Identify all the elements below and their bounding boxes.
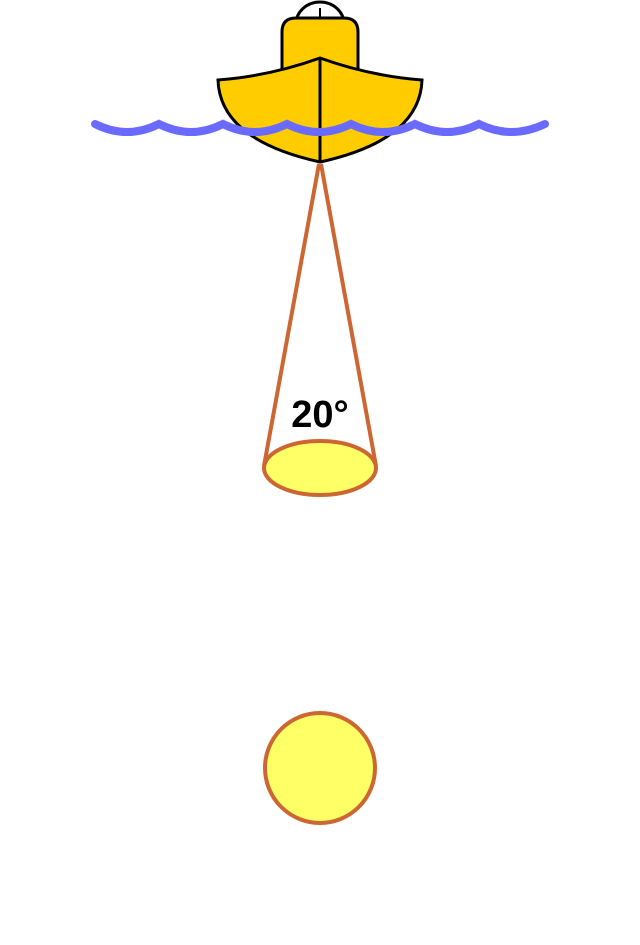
beam-footprint-ellipse — [262, 439, 378, 497]
beam-right-edge — [319, 163, 378, 467]
beam-footprint-circle — [263, 711, 377, 825]
beam-angle-label: 20° — [291, 394, 348, 436]
sonar-beam-cone — [262, 163, 378, 467]
beam-left-edge — [262, 163, 321, 467]
boat-icon — [216, 0, 424, 164]
water-wave — [91, 119, 549, 136]
